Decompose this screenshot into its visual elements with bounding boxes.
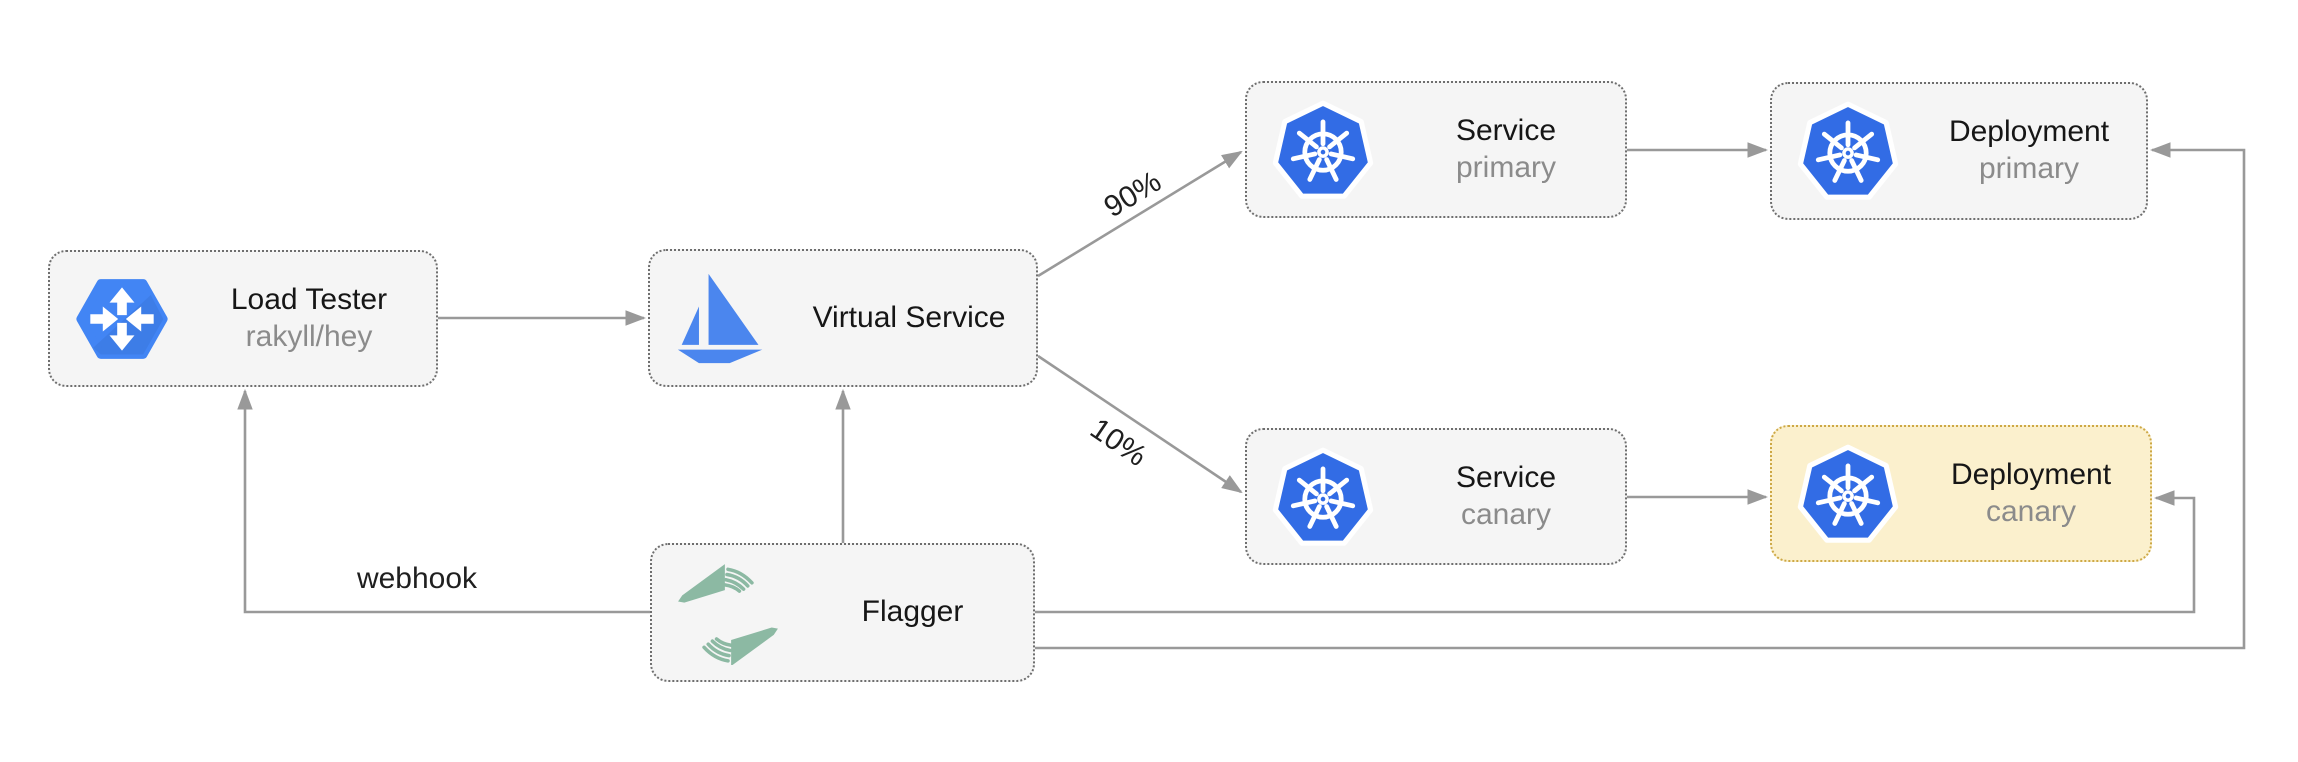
node-subtitle: primary [1978, 152, 2079, 185]
node-subtitle: canary [1985, 494, 2077, 528]
node-text: Service primary [1405, 113, 1607, 186]
node-virtual-service: Virtual Service [648, 249, 1038, 387]
node-service-canary: Service canary [1245, 428, 1627, 565]
edge-virtualservice-serviceprimary [1037, 150, 1243, 278]
node-title: Service [1455, 460, 1557, 494]
node-deployment-canary: Deployment canary [1770, 425, 2152, 562]
node-text: Deployment canary [1930, 457, 2132, 530]
kubernetes-icon [1272, 100, 1374, 199]
kubernetes-icon [1797, 444, 1899, 543]
node-flagger: Flagger [650, 543, 1035, 682]
node-text: Virtual Service [800, 300, 1018, 337]
node-title: Flagger [861, 595, 964, 629]
node-text: Load Tester rakyll/hey [200, 282, 418, 355]
edge-virtualservice-servicecanary [1037, 354, 1243, 494]
edge-flagger-deploymentprimary [1035, 142, 2246, 650]
istio-icon [677, 273, 763, 364]
kubernetes-icon [1272, 447, 1374, 546]
load-tester-icon [76, 278, 168, 359]
node-text: Deployment primary [1930, 114, 2128, 187]
node-load-tester: Load Tester rakyll/hey [48, 250, 438, 387]
node-service-primary: Service primary [1245, 81, 1627, 218]
node-title: Deployment [1950, 457, 2112, 491]
kubernetes-icon [1797, 101, 1899, 200]
edge-label-webhook: webhook [356, 562, 478, 595]
node-text: Flagger [810, 594, 1015, 631]
node-title: Deployment [1948, 115, 2110, 149]
edge-flagger-loadtester-webhook [237, 388, 650, 614]
node-deployment-primary: Deployment primary [1770, 82, 2148, 220]
node-text: Service canary [1405, 460, 1607, 533]
node-title: Load Tester [230, 282, 388, 316]
node-subtitle: canary [1460, 497, 1552, 531]
node-title: Service [1455, 113, 1557, 147]
flagger-icon [678, 563, 778, 665]
node-subtitle: rakyll/hey [245, 319, 373, 353]
node-title: Virtual Service [812, 300, 1006, 334]
edge-flagger-deploymentcanary [1035, 490, 2196, 614]
node-subtitle: primary [1455, 150, 1556, 184]
